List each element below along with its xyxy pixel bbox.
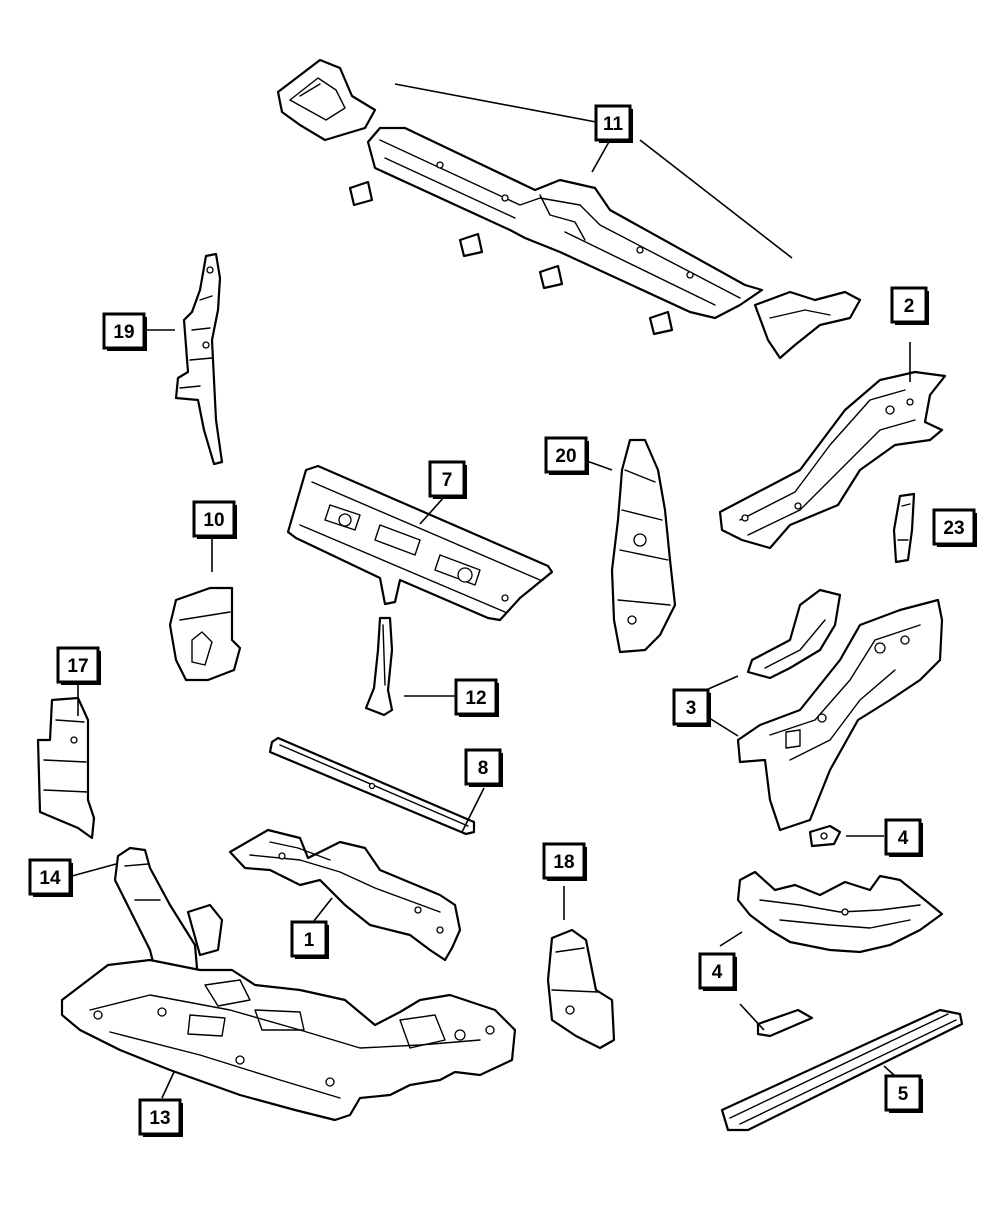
part-12-brace	[364, 616, 394, 717]
callout-14: 14	[28, 858, 73, 897]
part-20-cowl-side-panel	[610, 438, 677, 654]
callout-23: 23	[932, 508, 977, 547]
callout-4-upper: 4	[884, 818, 923, 857]
callout-7-label: 7	[442, 470, 453, 491]
part-2-front-rail	[718, 370, 947, 550]
callout-2: 2	[890, 286, 929, 325]
callout-1: 1	[290, 920, 329, 959]
callout-18: 18	[542, 842, 587, 881]
callout-17: 17	[56, 646, 101, 685]
callout-12-label: 12	[465, 688, 486, 709]
part-1-floor-crossmember	[228, 828, 462, 962]
part-11-cowl-crossmember	[276, 58, 862, 360]
callout-14-label: 14	[39, 868, 61, 889]
callout-11-label: 11	[603, 114, 624, 135]
part-4-floor-pan	[736, 870, 944, 1038]
callout-18-label: 18	[553, 852, 574, 873]
callout-4-lower: 4	[698, 952, 737, 991]
callout-4-upper-label: 4	[898, 828, 909, 849]
part-10-bracket	[168, 586, 242, 682]
callout-13: 13	[138, 1098, 183, 1137]
callout-19: 19	[102, 312, 147, 351]
callout-2-label: 2	[904, 296, 915, 317]
callout-3-label: 3	[686, 698, 697, 719]
callout-5: 5	[884, 1074, 923, 1113]
callout-20: 20	[544, 436, 589, 475]
callout-7: 7	[428, 460, 467, 499]
callout-5-label: 5	[898, 1084, 909, 1105]
callout-13-label: 13	[149, 1108, 170, 1129]
callout-10: 10	[192, 500, 237, 539]
part-19-pillar-reinforcement	[174, 252, 224, 466]
callout-11: 11	[594, 104, 633, 143]
callout-8: 8	[464, 748, 503, 787]
callout-8-label: 8	[478, 758, 489, 779]
part-5-sill	[720, 1008, 964, 1132]
part-23-strap	[892, 492, 916, 564]
callout-1-label: 1	[304, 930, 315, 951]
part-8-crossbar	[268, 736, 476, 836]
part-4-clip-upper	[808, 824, 842, 848]
part-7-dash-panel	[286, 464, 554, 622]
part-3-front-rail-pair	[736, 588, 944, 832]
callout-4-lower-label: 4	[712, 962, 723, 983]
part-17-bracket	[36, 696, 96, 840]
part-13-front-cradle	[60, 958, 517, 1122]
part-18-bracket	[546, 928, 616, 1050]
callout-12: 12	[454, 678, 499, 717]
callout-19-label: 19	[113, 322, 134, 343]
callout-20-label: 20	[555, 446, 576, 467]
callout-17-label: 17	[67, 656, 88, 677]
callout-10-label: 10	[203, 510, 224, 531]
callout-3: 3	[672, 688, 711, 727]
callout-23-label: 23	[943, 518, 964, 539]
